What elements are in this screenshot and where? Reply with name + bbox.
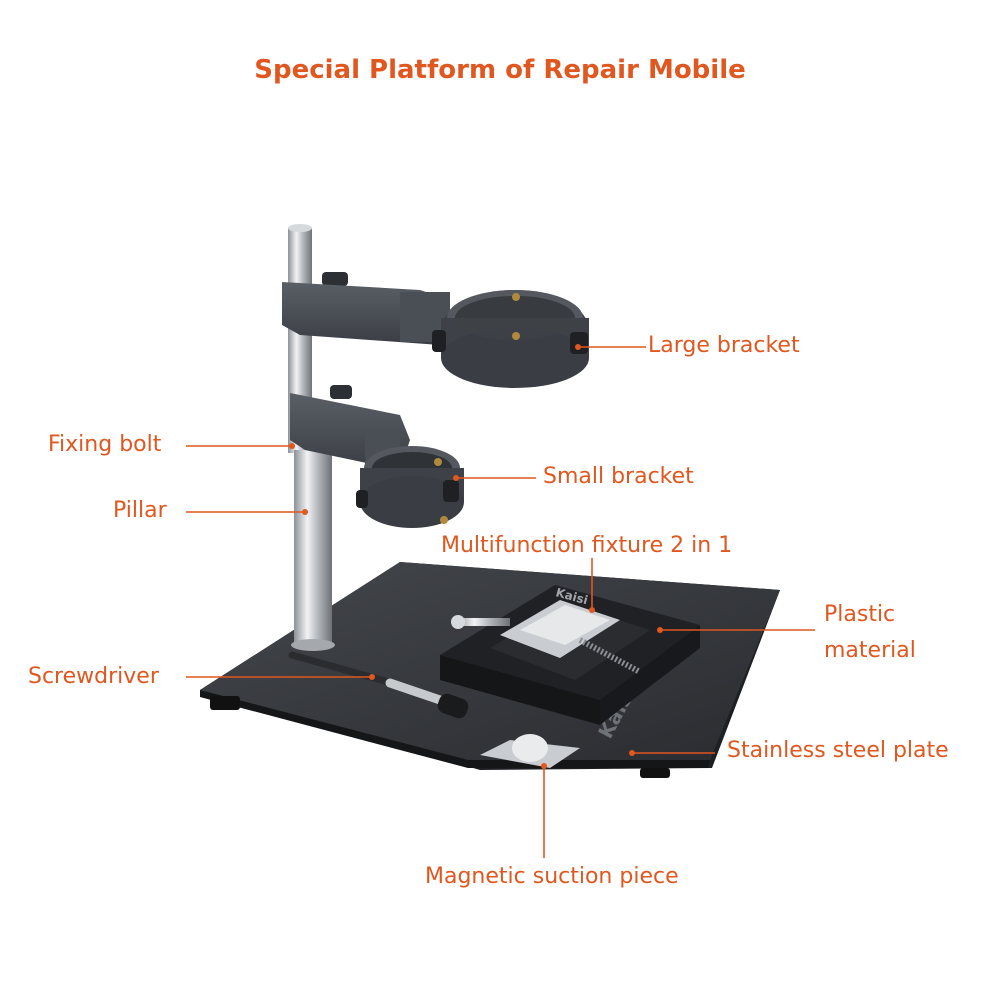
screwdriver [288, 651, 469, 719]
small-bracket [290, 385, 464, 528]
leader-dot-pillar [302, 509, 308, 515]
leader-dot-magnetic-suction-piece [541, 763, 547, 769]
leader-dot-plastic-material [657, 627, 663, 633]
label-large-bracket: Large bracket [648, 333, 800, 358]
page-title: Special Platform of Repair Mobile [254, 55, 746, 85]
leader-dot-screwdriver [369, 674, 375, 680]
leader-dot-stainless-steel-plate [629, 750, 635, 756]
leader-dot-multifunction-fixture [589, 607, 595, 613]
label-screwdriver: Screwdriver [28, 664, 159, 689]
label-pillar: Pillar [113, 498, 167, 523]
label-plastic-material-line2: material [824, 638, 916, 663]
label-multifunction-fixture: Multifunction fixture 2 in 1 [441, 533, 733, 558]
label-magnetic-suction-piece: Magnetic suction piece [425, 864, 679, 889]
label-small-bracket: Small bracket [543, 464, 694, 489]
magnetic-suction-piece [480, 734, 580, 768]
large-bracket [282, 272, 589, 388]
multifunction-fixture: Kaisi [440, 585, 700, 725]
label-fixing-bolt: Fixing bolt [48, 432, 162, 457]
leader-dot-large-bracket [575, 344, 581, 350]
label-stainless-steel-plate: Stainless steel plate [727, 738, 949, 763]
label-plastic-material-line1: Plastic [824, 602, 896, 627]
leader-dot-fixing-bolt [289, 443, 295, 449]
leader-dot-small-bracket [453, 475, 459, 481]
callout-lines [186, 344, 815, 858]
